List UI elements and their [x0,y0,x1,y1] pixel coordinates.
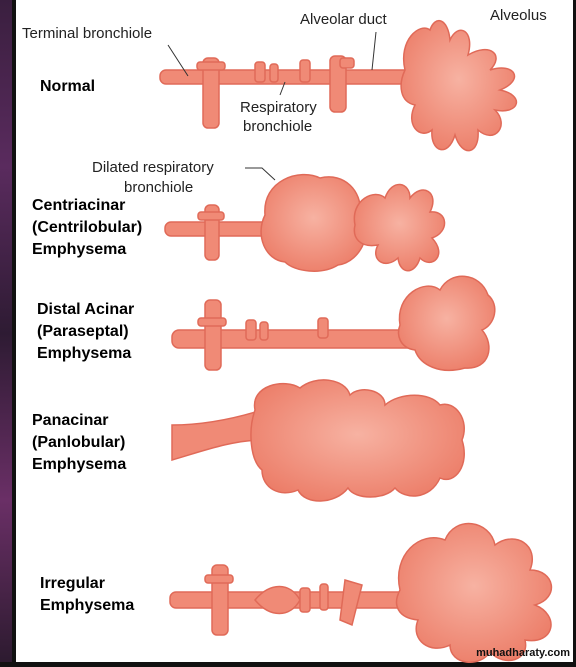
row-label-panacinar: Panacinar (Panlobular) Emphysema [32,410,126,476]
label-dilated-respiratory-line1: Dilated respiratory [92,159,214,176]
row-label-line: Emphysema [32,454,126,476]
watermark-text: muhadharaty.com [476,647,570,659]
airway-distal-acinar [172,276,495,370]
row-label-normal: Normal [40,76,95,98]
row-label-line: Distal Acinar [37,299,134,321]
row-label-irregular: Irregular Emphysema [40,573,134,617]
label-dilated-respiratory-line2: bronchiole [124,179,193,196]
row-label-line: Emphysema [40,595,134,617]
airway-centriacinar [165,175,445,272]
row-label-line: Normal [40,76,95,98]
label-respiratory-bronchiole-line2: bronchiole [243,118,312,135]
row-label-line: (Panlobular) [32,432,126,454]
row-label-line: (Centrilobular) [32,217,142,239]
row-label-distal-acinar: Distal Acinar (Paraseptal) Emphysema [37,299,134,365]
row-label-line: (Paraseptal) [37,321,134,343]
row-label-line: Emphysema [37,343,134,365]
label-alveolar-duct: Alveolar duct [300,11,388,28]
airway-irregular [170,524,551,663]
label-alveolus: Alveolus [490,7,547,24]
row-label-line: Centriacinar [32,195,142,217]
row-label-line: Panacinar [32,410,126,432]
row-label-centriacinar: Centriacinar (Centrilobular) Emphysema [32,195,142,261]
airway-normal [160,21,516,151]
row-label-line: Irregular [40,573,134,595]
label-respiratory-bronchiole-line1: Respiratory [240,99,317,116]
leader-lines-centriacinar [245,168,275,180]
row-label-line: Emphysema [32,239,142,261]
label-terminal-bronchiole: Terminal bronchiole [22,25,152,42]
airway-panacinar [172,380,464,501]
